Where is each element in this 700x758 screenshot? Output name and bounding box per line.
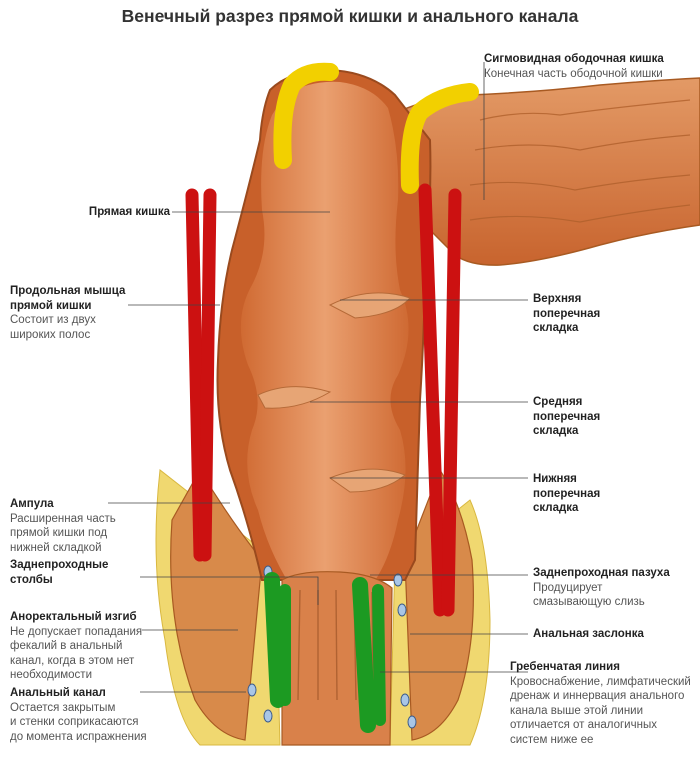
anorectal-flexure-desc-1: Не допускает попадания [10,625,143,638]
longitudinal-muscle-desc-2: широких полос [10,328,91,341]
lower-fold-shape [328,468,406,493]
anal-columns-l2: столбы [10,573,53,586]
longitudinal-muscle-desc-1: Состоит из двух [10,314,96,326]
anorectal-flexure-title: Аноректальный изгиб [10,611,137,623]
upper-fold-l2: поперечная [533,307,601,320]
label-pectinate-line: Гребенчатая линия Кровоснабжение, лимфат… [510,660,691,747]
sigmoid-desc: Конечная часть ободочной кишки [484,67,663,80]
anorectal-flexure-desc-4: необходимости [10,669,92,681]
leader-lines [108,62,528,693]
anal-canal-title: Анальный канал [10,687,106,699]
pectinate-line-desc-4: отличается от аналогичных [510,719,657,731]
label-rectum: Прямая кишка [40,205,170,220]
green-highlight-right [352,577,376,733]
label-lower-fold: Нижняя поперечная складка [533,472,600,516]
anal-sinus-title: Заднепроходная пазуха [533,567,670,579]
anal-canal-desc-2: и стенки соприкасаются [10,716,139,728]
ampulla-desc-1: Расширенная часть [10,512,116,525]
label-longitudinal-muscle: Продольная мышца прямой кишки Состоит из… [10,284,125,342]
upper-fold-l1: Верхняя [533,293,582,305]
label-ampulla: Ампула Расширенная часть прямой кишки по… [10,497,116,555]
label-anorectal-flexure: Аноректальный изгиб Не допускает попадан… [10,610,142,683]
anal-canal-desc-3: до момента испражнения [10,730,147,743]
lower-fold-l2: поперечная [533,487,601,500]
red-highlight-left-2 [198,188,217,562]
ampulla-desc-2: прямой кишки под [10,527,108,539]
diagram-title: Венечный разрез прямой кишки и анального… [121,6,579,26]
middle-fold-l2: поперечная [533,410,601,423]
label-middle-fold: Средняя поперечная складка [533,395,600,439]
yellow-highlight-left [273,62,339,169]
ampulla-title: Ампула [10,498,54,510]
middle-fold-shape [257,386,332,409]
anal-columns-l1: Заднепроходные [10,559,109,571]
longitudinal-muscle-title-2: прямой кишки [10,299,92,312]
label-anal-columns: Заднепроходные столбы [10,558,108,587]
ampulla-desc-3: нижней складкой [10,541,102,554]
rectum-title: Прямая кишка [88,206,170,218]
rectal-lumen [240,81,409,585]
green-highlight-left [264,572,286,708]
anal-sinus-desc-1: Продуцирует [533,581,603,594]
middle-fold-l1: Средняя [533,396,583,408]
upper-fold-shape [328,292,411,319]
anorectal-flexure-desc-3: канал, когда в этом нет [10,654,135,667]
yellow-highlight-right [400,83,479,194]
label-anal-valve: Анальная заслонка [533,627,644,642]
upper-fold-l3: складка [533,322,579,334]
label-upper-fold: Верхняя поперечная складка [533,292,600,336]
anal-valve-title: Анальная заслонка [533,628,644,640]
label-anal-sinus: Заднепроходная пазуха Продуцирует смазыв… [533,566,670,610]
sigmoid-title: Сигмовидная ободочная кишка [484,53,664,65]
green-highlight-right-2 [372,584,386,726]
pectinate-line-title: Гребенчатая линия [510,661,620,673]
pectinate-line-desc-5: систем ниже ее [510,733,594,746]
red-highlight-right-1 [418,183,447,617]
label-sigmoid-colon: Сигмовидная ободочная кишка Конечная час… [484,52,664,81]
label-anal-canal: Анальный канал Остается закрытым и стенк… [10,686,147,744]
red-highlight-left-1 [185,188,207,562]
anorectal-flexure-desc-2: фекалий в анальный [10,640,123,652]
pectinate-line-desc-2: дренаж и иннервация анального [510,690,685,702]
pectinate-line-desc-3: канала выше этой линии [510,704,644,717]
lower-fold-l3: складка [533,502,579,514]
longitudinal-muscle-title-1: Продольная мышца [10,285,126,297]
anal-canal-desc-1: Остается закрытым [10,701,116,714]
middle-fold-l3: складка [533,425,579,437]
red-highlight-right-2 [441,188,462,617]
pectinate-line-desc-1: Кровоснабжение, лимфатический [510,675,691,688]
anal-sinus-desc-2: смазывающую слизь [533,596,645,608]
lower-fold-l1: Нижняя [533,473,577,485]
